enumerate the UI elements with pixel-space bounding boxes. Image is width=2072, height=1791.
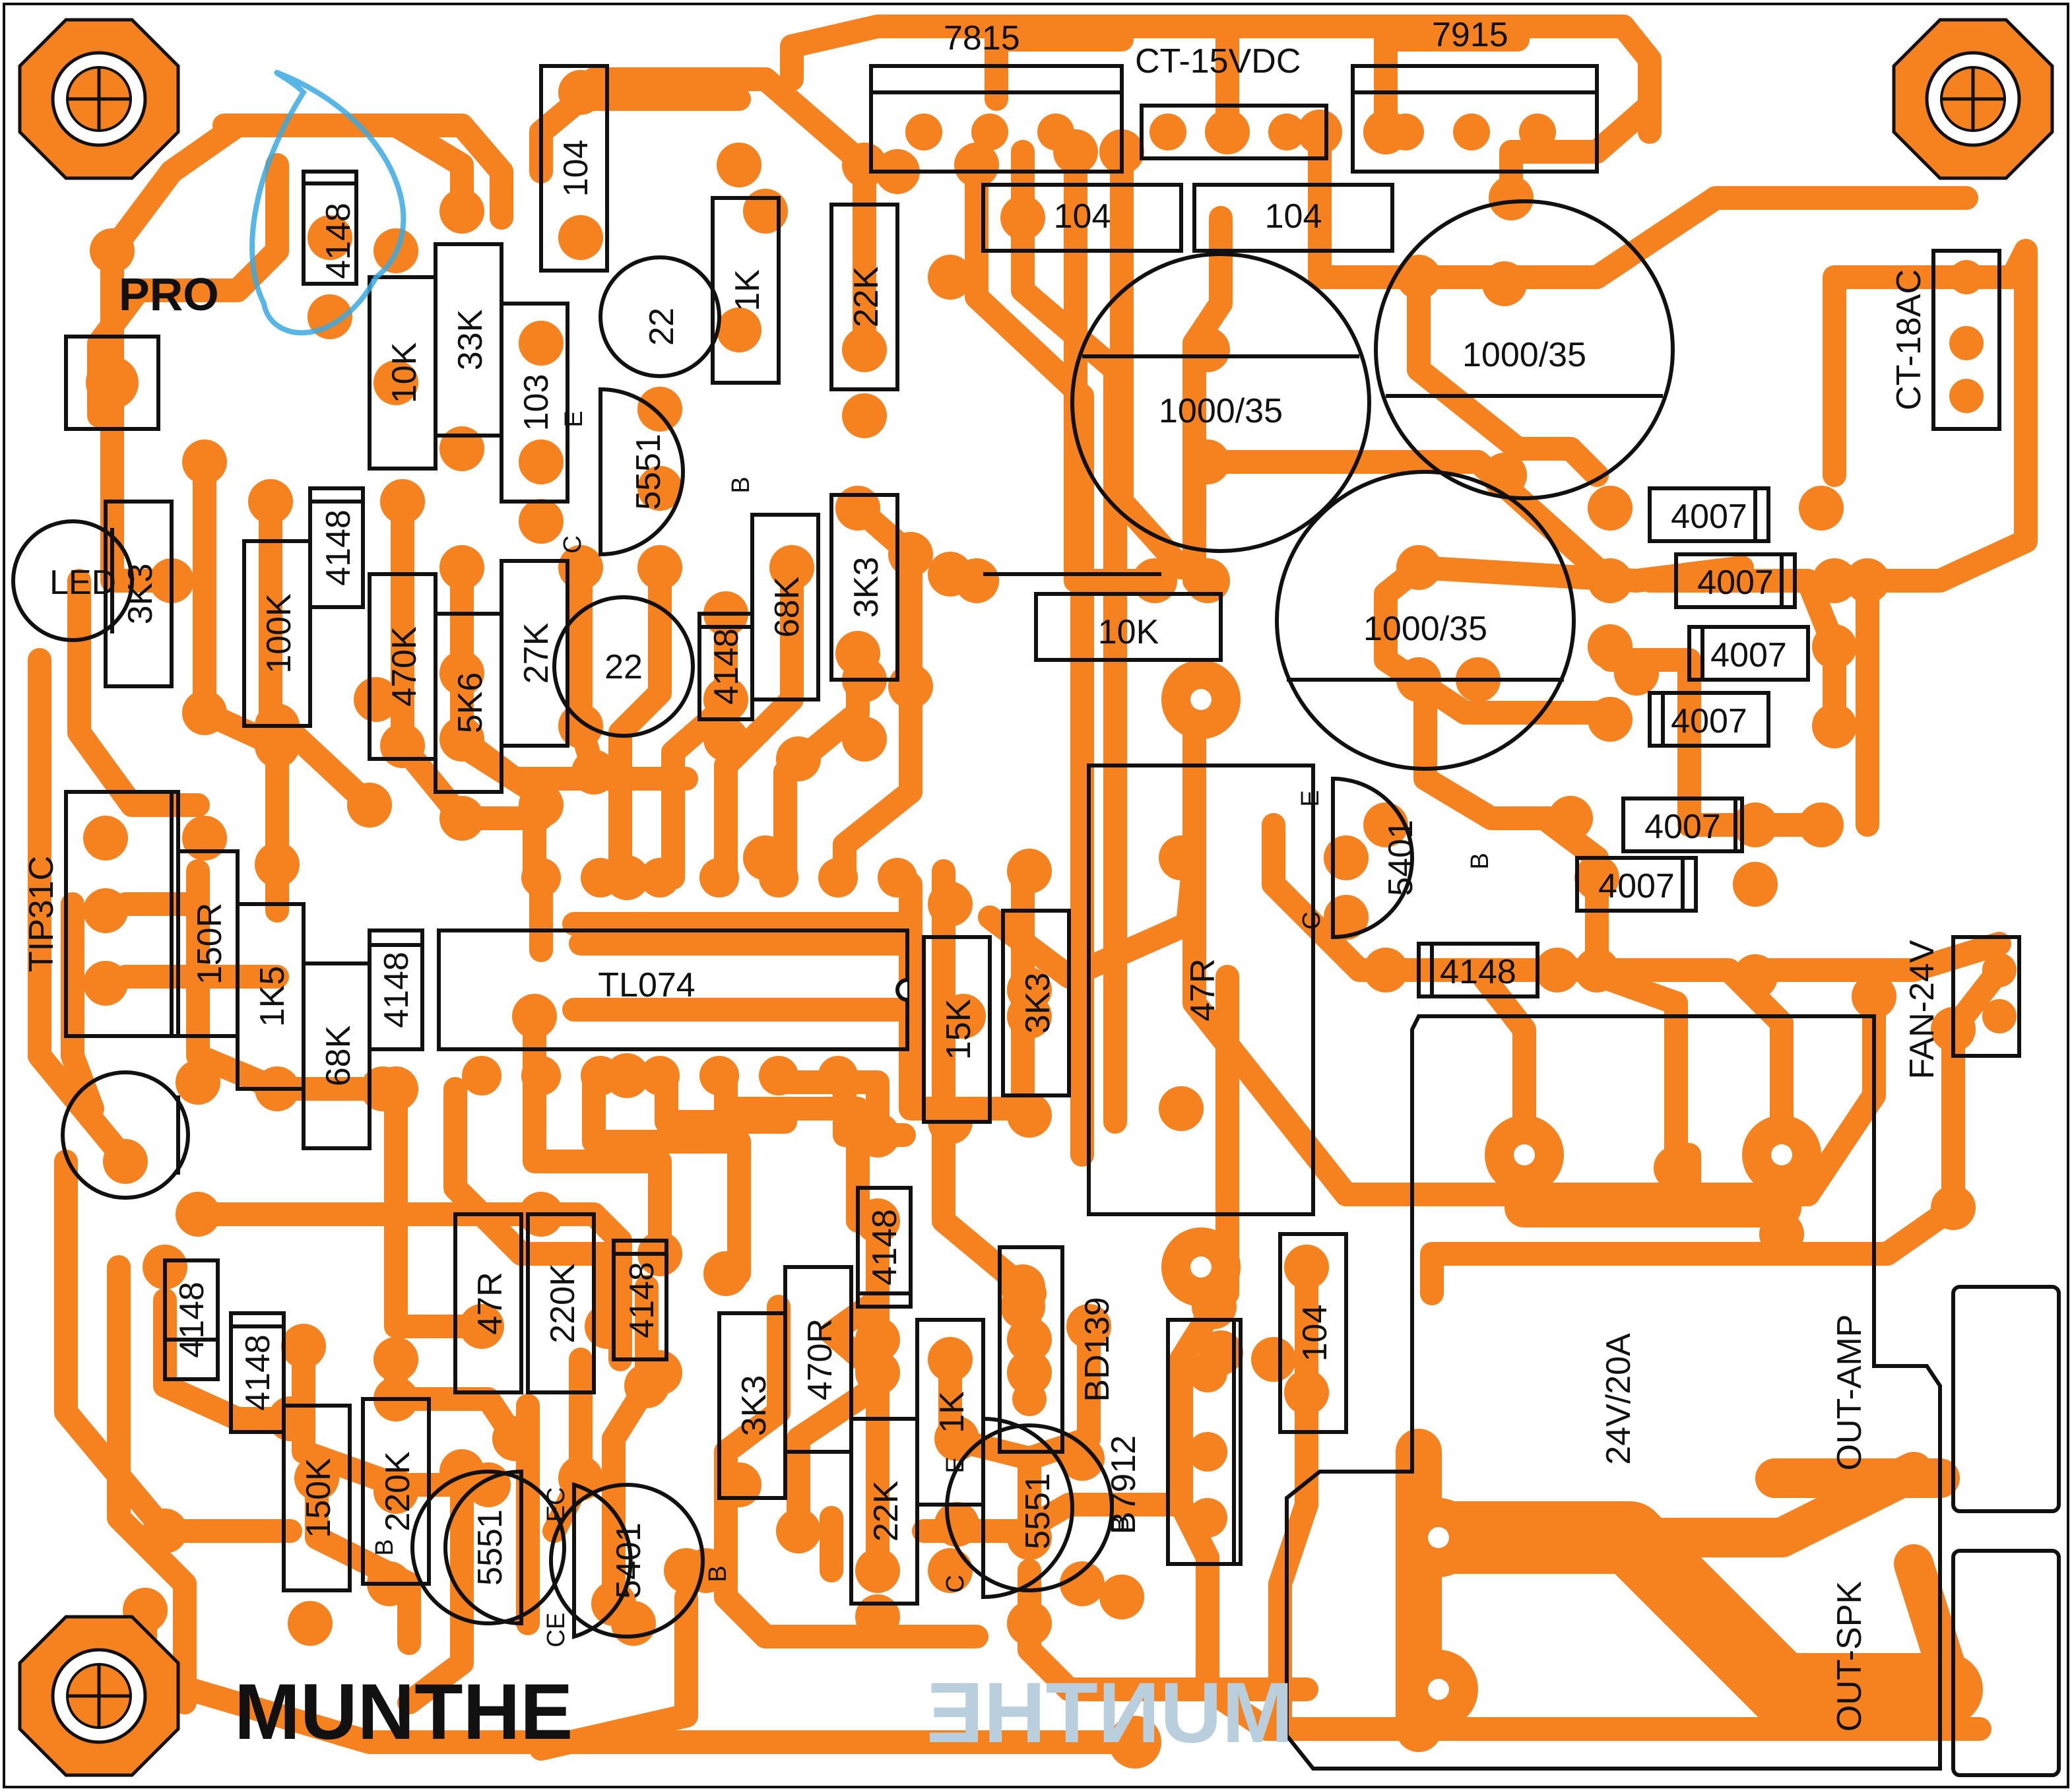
brand-mirror-watermark: MUNTHE	[926, 1664, 1293, 1761]
label-b7912: B7912	[1105, 1435, 1143, 1534]
pin-c: C	[1298, 911, 1326, 929]
label-d4007-2: 4007	[1697, 564, 1774, 602]
pin-e: E	[560, 410, 588, 427]
label-t5551-c: 5551	[1019, 1473, 1057, 1549]
label-c103: 103	[517, 374, 556, 432]
label-d4148-e: 4148	[377, 952, 416, 1028]
label-r27k: 27K	[517, 622, 556, 684]
pin-ce: CE	[542, 1613, 570, 1648]
label-pro: PRO	[119, 269, 219, 320]
mounting-hole-icon	[18, 18, 180, 180]
rotated-labels: 4148 104 22 1K 22K 10K 33K 103 5551 3K3 …	[22, 140, 1941, 1732]
label-r33k: 33K	[451, 309, 490, 370]
pin-b: B	[704, 1565, 732, 1582]
pin-labels: E B C E B C EC B CE B E B C	[371, 410, 1494, 1647]
pin-ec: EC	[542, 1487, 570, 1522]
mounting-hole-icon	[1892, 18, 2054, 180]
solder-pads	[83, 70, 2017, 1765]
label-d4007-1: 4007	[1671, 498, 1747, 536]
pin-b: B	[727, 476, 755, 493]
label-r10k-a: 10K	[385, 342, 424, 403]
label-relay: 24V/20A	[1600, 1333, 1638, 1465]
label-r470k: 470K	[385, 626, 424, 707]
label-r68k-a: 68K	[768, 576, 806, 637]
label-led: LED	[49, 564, 116, 602]
label-d4148-d: 4148	[1440, 953, 1516, 991]
label-7915: 7915	[1432, 16, 1508, 54]
label-fan: FAN-24V	[1903, 940, 1941, 1079]
label-tip31c: TIP31C	[22, 856, 61, 972]
label-r1k-b: 1K	[933, 1391, 971, 1433]
label-r68k-b: 68K	[319, 1025, 358, 1086]
pin-b: B	[371, 1539, 399, 1555]
label-cap-a: 1000/35	[1159, 392, 1283, 430]
highlight-marker	[249, 69, 406, 336]
label-r3k3-a: 3K3	[121, 564, 160, 625]
label-c104-top: 104	[557, 140, 595, 197]
label-d4148-g: 4148	[239, 1334, 277, 1411]
label-t5401-a: 5401	[1382, 820, 1420, 896]
label-r150k: 150K	[300, 1458, 338, 1538]
label-cap-b: 1000/35	[1462, 336, 1586, 374]
label-c22-a: 22	[643, 308, 681, 346]
label-r150r: 150R	[191, 903, 229, 985]
label-c22-b: 22	[604, 648, 643, 686]
label-cap-c: 1000/35	[1363, 610, 1487, 648]
label-r15k: 15K	[940, 998, 978, 1060]
label-d4148-b: 4148	[319, 509, 358, 586]
label-out-amp: OUT-AMP	[1830, 1315, 1869, 1471]
label-t5401-b: 5401	[610, 1522, 648, 1599]
label-d4148-i: 4148	[866, 1209, 904, 1286]
label-d4007-6: 4007	[1598, 867, 1675, 905]
label-ct15: CT-15VDC	[1135, 42, 1301, 81]
pin-e: E	[1297, 790, 1324, 806]
pin-c: C	[942, 1575, 969, 1592]
label-c104-a: 104	[1054, 197, 1111, 236]
label-r1k-top: 1K	[728, 269, 767, 311]
label-d4148-f: 4148	[173, 1282, 211, 1358]
component-labels: 7815 CT-15VDC 7915 104 104 1000/35 1000/…	[49, 16, 1787, 1761]
label-r220k-a: 220K	[544, 1263, 582, 1344]
pin-b: B	[1107, 1516, 1134, 1532]
label-r100k: 100K	[260, 593, 298, 674]
pin-b: B	[1466, 853, 1494, 869]
label-t5551-a: 5551	[630, 434, 668, 510]
label-d4148-c: 4148	[707, 628, 746, 705]
label-r3k3-d: 3K3	[735, 1375, 773, 1437]
label-d4007-5: 4007	[1644, 808, 1721, 846]
label-d4148-top: 4148	[319, 203, 358, 279]
label-ct18: CT-18AC	[1890, 269, 1928, 410]
brand-logo: MUNTHE	[234, 1668, 573, 1756]
label-r1k5: 1K5	[253, 966, 292, 1027]
label-r22k-top: 22K	[847, 266, 886, 327]
label-tl074: TL074	[598, 966, 695, 1004]
label-r10k-b: 10K	[1098, 613, 1159, 651]
label-c104-c: 104	[1296, 1305, 1334, 1362]
label-r47r: 47R	[471, 1272, 509, 1334]
label-r3k3-c: 3K3	[1019, 973, 1057, 1034]
label-r470r: 470R	[801, 1319, 839, 1400]
mounting-hole-icon	[18, 1615, 180, 1777]
label-r220k-b: 220K	[379, 1451, 417, 1532]
label-bd139: BD139	[1078, 1297, 1117, 1402]
label-t5551-b: 5551	[471, 1509, 509, 1586]
pin-c: C	[559, 535, 587, 553]
component-outlines	[11, 64, 2061, 1777]
label-d4148-h: 4148	[623, 1262, 661, 1338]
pin-e: E	[942, 1456, 969, 1473]
label-c104-b: 104	[1265, 197, 1322, 236]
label-out-spk: OUT-SPK	[1830, 1581, 1869, 1732]
label-r3k3-b: 3K3	[847, 557, 886, 618]
label-r22k-b: 22K	[867, 1480, 905, 1542]
label-d4007-4: 4007	[1671, 702, 1747, 740]
label-7815: 7815	[944, 19, 1020, 57]
label-r5k6: 5K6	[451, 672, 490, 734]
label-d4007-3: 4007	[1710, 636, 1787, 674]
label-r47r-big: 47R	[1184, 958, 1222, 1021]
large-pads	[1109, 660, 1821, 1769]
